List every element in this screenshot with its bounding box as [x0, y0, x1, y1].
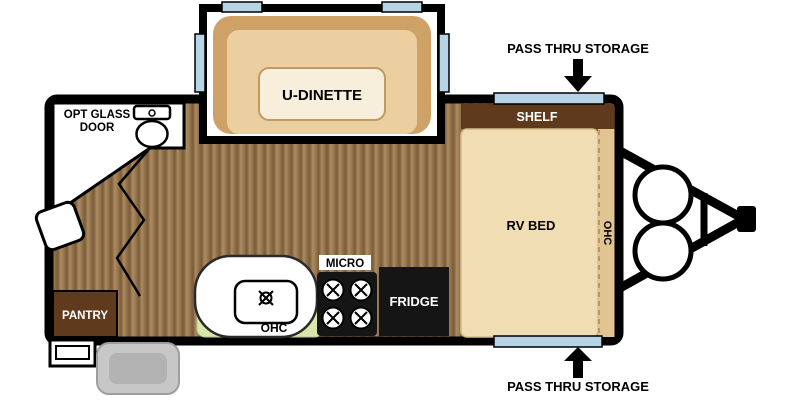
- hitch-coupler: [737, 206, 756, 232]
- pass-thru-top-label: PASS THRU STORAGE: [507, 41, 649, 56]
- toilet-bowl: [135, 119, 169, 149]
- entry-step-frame: [48, 338, 97, 368]
- toilet-flush-button: [148, 109, 156, 117]
- dinette-label: U-DINETTE: [282, 87, 362, 104]
- burner-cross: [354, 283, 368, 297]
- arrow-up-icon: [564, 347, 592, 378]
- propane-tank-icon: [632, 164, 694, 226]
- entry-steps: [48, 338, 180, 395]
- stove-burner-icon: [349, 306, 373, 330]
- sink-faucet-icon: [258, 290, 274, 306]
- lounge-chair: [34, 200, 86, 252]
- ohc-kitchen-label: OHC: [261, 321, 288, 335]
- ohc-cabinet-right: [598, 129, 615, 337]
- opt-glass-door-label: DOOR: [80, 122, 115, 134]
- micro-label-background: [319, 255, 371, 270]
- slideout-window-right: [438, 33, 450, 93]
- hitch-assembly: [617, 147, 756, 292]
- pass-thru-hatch-top: [493, 92, 605, 105]
- slideout-window-top-left: [221, 1, 263, 13]
- arrow-down-icon: [564, 59, 592, 92]
- burner-cross: [326, 311, 340, 325]
- dinette-slideout: U-DINETTE: [199, 4, 445, 144]
- toilet-tank: [132, 104, 172, 121]
- ohc-right-wall-label: OHC: [601, 221, 613, 246]
- fridge: [379, 267, 449, 336]
- slideout-window-top-right: [381, 1, 423, 13]
- stove-burner-icon: [321, 306, 345, 330]
- faucet-handle: [258, 290, 274, 306]
- fridge-label: FRIDGE: [389, 294, 438, 309]
- rv-bed-label: RV BED: [507, 218, 556, 233]
- burner-cross: [326, 283, 340, 297]
- opt-glass-door-label: OPT GLASS: [64, 109, 131, 121]
- pass-thru-hatch-bottom: [493, 335, 603, 348]
- pantry-cabinet: [52, 290, 118, 338]
- rv-bed: [460, 128, 599, 338]
- propane-tank-icon: [632, 220, 694, 282]
- stove-burner-icon: [349, 278, 373, 302]
- slideout-window-left: [194, 33, 206, 93]
- stove-burner-icon: [321, 278, 345, 302]
- micro-label: MICRO: [326, 258, 364, 270]
- wardrobe-zigzag-wall: [115, 147, 151, 297]
- entry-step-box-inner: [109, 353, 167, 384]
- shelf-label: SHELF: [517, 110, 558, 124]
- pantry-label: PANTRY: [62, 310, 108, 322]
- pass-thru-bottom-label: PASS THRU STORAGE: [507, 379, 649, 394]
- dinette-table: [258, 67, 386, 121]
- toilet-icon: [132, 104, 172, 149]
- entry-step-frame-inner: [55, 345, 90, 360]
- burner-cross: [354, 311, 368, 325]
- shelf-cabinet: [461, 104, 614, 129]
